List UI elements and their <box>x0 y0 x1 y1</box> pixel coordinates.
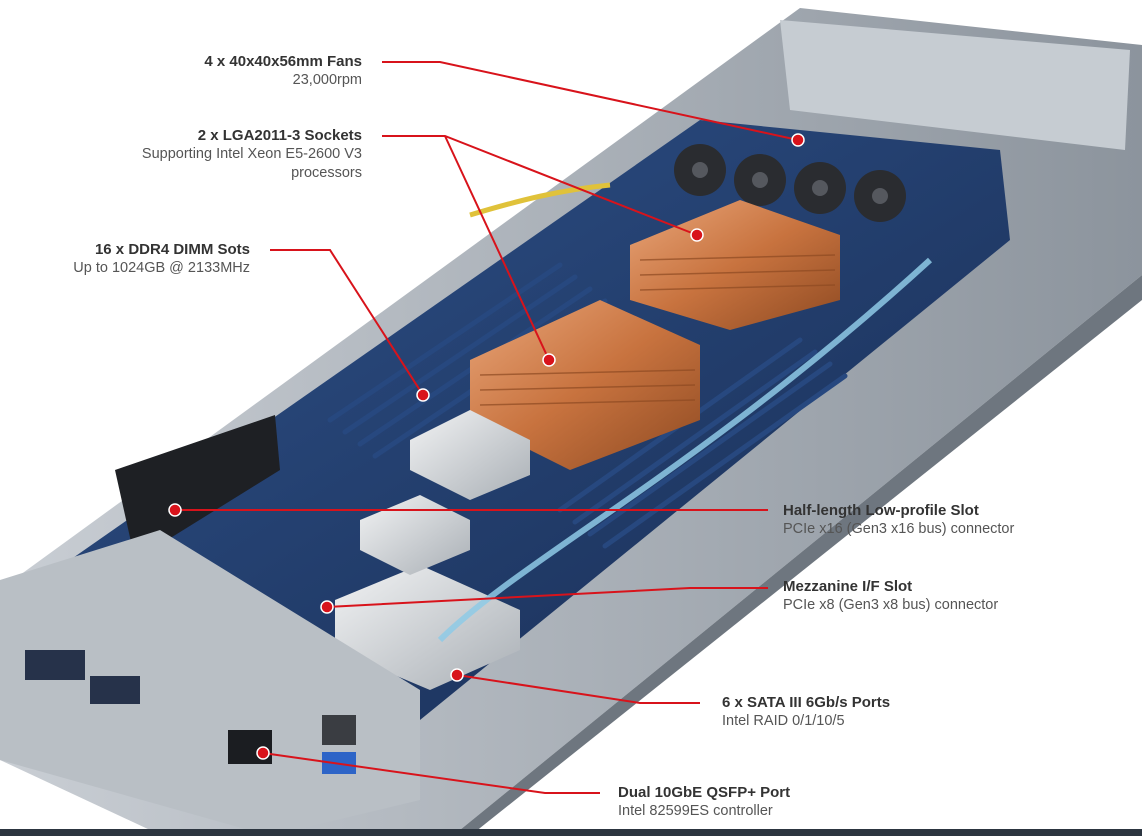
callout-qsfp: Dual 10GbE QSFP+ Port Intel 82599ES cont… <box>618 783 790 821</box>
dot-fans <box>791 133 805 147</box>
vga-port <box>25 650 85 680</box>
dot-socket-front <box>542 353 556 367</box>
sata-cables <box>437 257 933 643</box>
leader-lines <box>175 61 799 794</box>
callout-detail: 23,000rpm <box>292 72 362 88</box>
dimm-slot <box>572 349 818 525</box>
callout-pcie: Half-length Low-profile Slot PCIe x16 (G… <box>783 501 1014 539</box>
lan-port <box>322 715 356 745</box>
callout-detail: processors <box>291 165 362 181</box>
callout-title: Half-length Low-profile Slot <box>783 502 979 519</box>
callout-mezz: Mezzanine I/F Slot PCIe x8 (Gen3 x8 bus)… <box>783 577 998 615</box>
leader-line-qsfp <box>262 752 600 794</box>
callout-detail: Intel 82599ES controller <box>618 803 773 819</box>
fan-hub <box>752 172 768 188</box>
leader-line-sockets-b <box>444 135 550 361</box>
cpu-heatsink-rear <box>630 200 840 330</box>
pcie-riser <box>115 415 280 560</box>
callout-dimm: 16 x DDR4 DIMM Sots Up to 1024GB @ 2133M… <box>73 240 250 278</box>
callout-detail: PCIe x8 (Gen3 x8 bus) connector <box>783 597 999 613</box>
callout-title: Dual 10GbE QSFP+ Port <box>618 784 791 801</box>
serial-port <box>90 676 140 704</box>
callout-detail: Intel RAID 0/1/10/5 <box>722 713 845 729</box>
leader-line-fans <box>382 61 799 141</box>
leader-dots <box>168 133 805 760</box>
chipset-heatsink <box>360 495 470 575</box>
dot-sata <box>450 668 464 682</box>
leader-line-sata <box>456 674 700 704</box>
bottom-bar <box>0 829 1142 836</box>
chassis-side-wall <box>460 275 1142 836</box>
io-heatsink <box>335 565 520 690</box>
callout-fans: 4 x 40x40x56mm Fans 23,000rpm <box>204 52 362 90</box>
callout-title: 6 x SATA III 6Gb/s Ports <box>722 694 891 711</box>
dot-dimm <box>416 388 430 402</box>
callout-title: 4 x 40x40x56mm Fans <box>204 53 362 70</box>
callout-detail: Up to 1024GB @ 2133MHz <box>73 260 250 276</box>
power-cables <box>469 182 611 218</box>
callout-sata: 6 x SATA III 6Gb/s Ports Intel RAID 0/1/… <box>722 693 890 731</box>
dot-qsfp <box>256 746 270 760</box>
drive-bays <box>780 20 1130 150</box>
fan-hub <box>872 188 888 204</box>
leader-line-mezz <box>326 587 768 608</box>
fan-row <box>674 144 906 222</box>
dimm-slot <box>342 274 578 435</box>
fan-hub <box>692 162 708 178</box>
leader-line-dimm <box>270 249 424 396</box>
cpu-heatsink-front <box>470 300 700 470</box>
dimm-slot <box>327 262 563 423</box>
callout-title: 2 x LGA2011-3 Sockets <box>197 127 362 144</box>
dimm-slot <box>587 361 833 537</box>
fan-hub <box>812 180 828 196</box>
callout-detail: PCIe x16 (Gen3 x16 bus) connector <box>783 521 1015 537</box>
callout-title: Mezzanine I/F Slot <box>783 578 913 595</box>
callout-title: 16 x DDR4 DIMM Sots <box>94 241 250 258</box>
callout-sockets: 2 x LGA2011-3 Sockets Supporting Intel X… <box>142 126 362 183</box>
heatsink-fins <box>479 254 836 406</box>
callout-detail: Supporting Intel Xeon E5-2600 V3 <box>141 146 362 162</box>
dot-mezz <box>320 600 334 614</box>
dimm-slot <box>602 373 848 549</box>
dot-socket-rear <box>690 228 704 242</box>
dot-pcie <box>168 503 182 517</box>
pch-heatsink <box>410 410 530 500</box>
